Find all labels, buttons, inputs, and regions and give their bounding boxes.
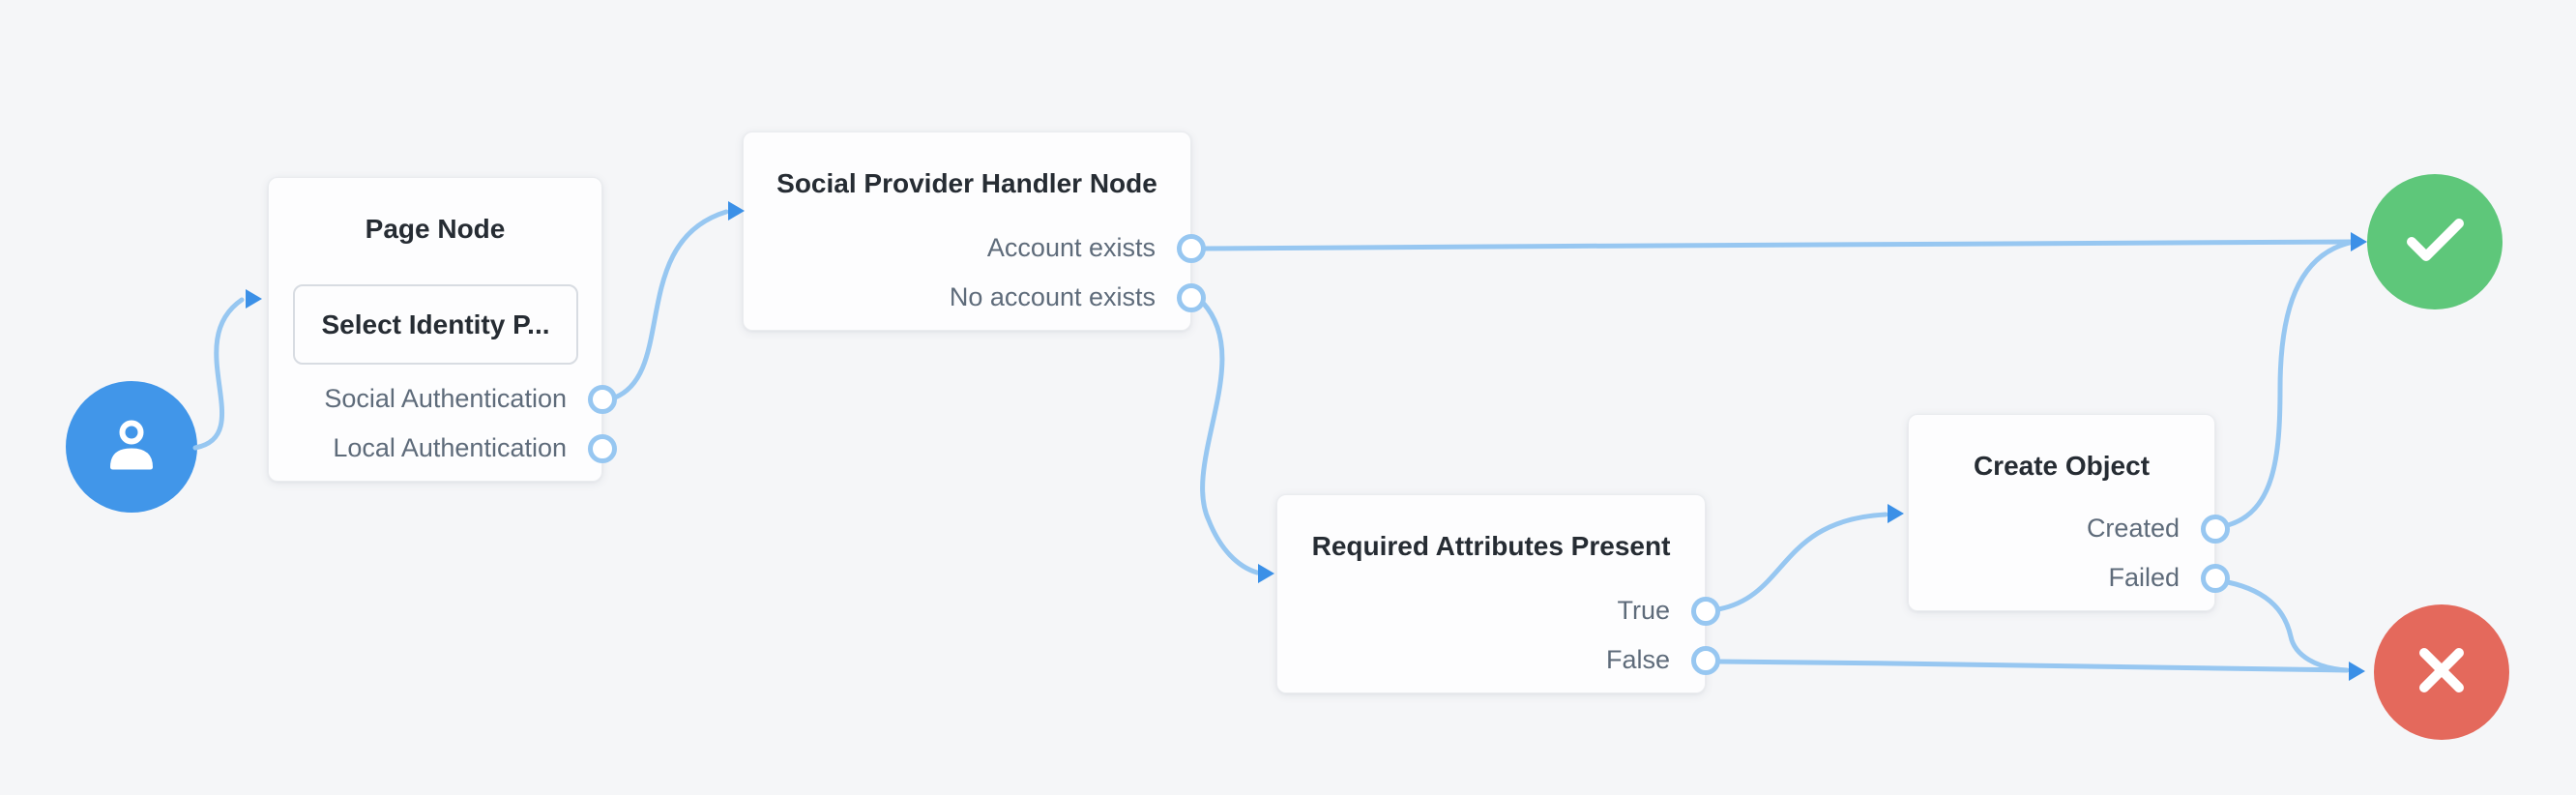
x-icon xyxy=(2407,635,2476,710)
output-row: Failed xyxy=(1909,553,2214,603)
output-label: No account exists xyxy=(949,282,1156,311)
port-social-authentication[interactable] xyxy=(588,385,617,414)
user-icon xyxy=(99,412,164,483)
node-create-object[interactable]: Create Object Created Failed xyxy=(1908,414,2215,611)
edge-true-to-create-object xyxy=(1715,512,1888,612)
edge-start-to-page-node xyxy=(192,297,245,451)
output-label: Failed xyxy=(2108,563,2180,592)
port-no-account-exists[interactable] xyxy=(1177,283,1206,312)
output-row: No account exists xyxy=(744,273,1190,322)
node-social-provider-handler[interactable]: Social Provider Handler Node Account exi… xyxy=(743,132,1191,331)
node-outputs: Social Authentication Local Authenticati… xyxy=(269,374,601,473)
output-label: False xyxy=(1605,645,1670,674)
node-page-node[interactable]: Page Node Select Identity P... Social Au… xyxy=(268,177,602,482)
output-label: Social Authentication xyxy=(324,384,567,413)
arrowhead-into-page-node xyxy=(246,289,262,309)
edge-social-authentication-to-social-provider-handler xyxy=(612,209,729,400)
node-outputs: Created Failed xyxy=(1909,504,2214,603)
port-true[interactable] xyxy=(1691,597,1720,626)
output-row: Created xyxy=(1909,504,2214,553)
output-row: Local Authentication xyxy=(269,424,601,473)
output-label: Account exists xyxy=(986,233,1156,262)
port-created[interactable] xyxy=(2201,515,2230,544)
arrowhead-into-required-attributes xyxy=(1258,564,1274,583)
port-account-exists[interactable] xyxy=(1177,234,1206,263)
node-required-attributes-present[interactable]: Required Attributes Present True False xyxy=(1276,494,1706,693)
node-outputs: True False xyxy=(1277,586,1705,685)
node-title: Social Provider Handler Node xyxy=(776,168,1157,198)
arrowhead-into-success xyxy=(2351,232,2367,251)
arrowhead-into-create-object xyxy=(1888,504,1904,523)
output-row: True xyxy=(1277,586,1705,635)
node-title: Required Attributes Present xyxy=(1311,531,1671,561)
inner-node-select-identity-provider[interactable]: Select Identity P... xyxy=(293,284,578,365)
edge-no-account-exists-to-required-attributes xyxy=(1200,300,1260,575)
output-row: False xyxy=(1277,635,1705,685)
edge-account-exists-to-success xyxy=(1201,239,2353,251)
node-title: Create Object xyxy=(1973,451,2151,481)
edge-created-to-success xyxy=(2225,240,2353,528)
edge-failed-to-failure xyxy=(2225,579,2350,673)
check-icon xyxy=(2400,205,2470,280)
port-false[interactable] xyxy=(1691,646,1720,675)
output-row: Social Authentication xyxy=(269,374,601,424)
success-node[interactable] xyxy=(2367,174,2503,309)
node-outputs: Account exists No account exists xyxy=(744,223,1190,322)
port-failed[interactable] xyxy=(2201,564,2230,593)
arrowhead-into-social-provider-handler xyxy=(728,201,745,221)
output-label: Local Authentication xyxy=(333,433,567,462)
output-label: Created xyxy=(2086,514,2180,543)
output-label: True xyxy=(1617,596,1670,625)
start-node[interactable] xyxy=(66,381,197,513)
edge-false-to-failure xyxy=(1715,659,2350,673)
port-local-authentication[interactable] xyxy=(588,434,617,463)
arrowhead-into-failure xyxy=(2349,662,2365,681)
node-title: Page Node xyxy=(365,214,506,244)
failure-node[interactable] xyxy=(2374,604,2509,740)
output-row: Account exists xyxy=(744,223,1190,273)
inner-node-label: Select Identity P... xyxy=(321,309,550,339)
